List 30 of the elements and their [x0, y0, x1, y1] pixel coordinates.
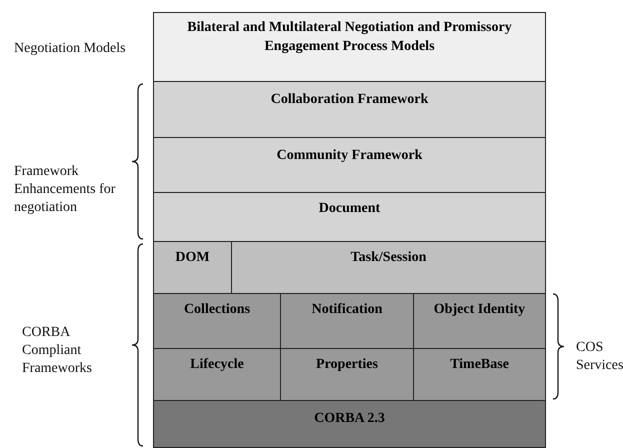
layer-box: [153, 192, 546, 242]
side-label: Negotiation Models: [14, 40, 127, 58]
layer-label: Properties: [315, 356, 379, 374]
side-label: COS Services: [576, 339, 623, 375]
layer-box: [153, 400, 546, 448]
layer-box: [153, 137, 546, 193]
layer-label: Object Identity: [432, 301, 526, 319]
layer-box: [153, 348, 281, 401]
layer-label: Collections: [182, 301, 252, 319]
layer-label: CORBA 2.3: [313, 410, 386, 428]
layer-label: TimeBase: [449, 356, 510, 374]
layer-label: Task/Session: [350, 249, 428, 267]
layer-label: DOM: [174, 249, 211, 267]
layer-box: [153, 293, 281, 349]
layer-label: Document: [318, 200, 382, 218]
layer-label: Community Framework: [276, 147, 424, 165]
layer-box: [153, 241, 232, 294]
layer-label: Notification: [310, 301, 384, 319]
side-label: Framework Enhancements for negotiation: [14, 163, 116, 217]
side-label: CORBA Compliant Frameworks: [22, 324, 93, 378]
layer-box: [413, 348, 546, 401]
layer-label: Lifecycle: [189, 356, 245, 374]
layer-label: Bilateral and Multilateral Negotiation and Promissory Engagement Process Models: [186, 19, 513, 56]
layer-box: [413, 293, 546, 349]
layer-box: [280, 348, 414, 401]
layer-box: [153, 12, 546, 82]
layer-label: Collaboration Framework: [270, 91, 430, 109]
layer-box: [280, 293, 414, 349]
layer-box: [153, 81, 546, 138]
layer-box: [231, 241, 546, 294]
